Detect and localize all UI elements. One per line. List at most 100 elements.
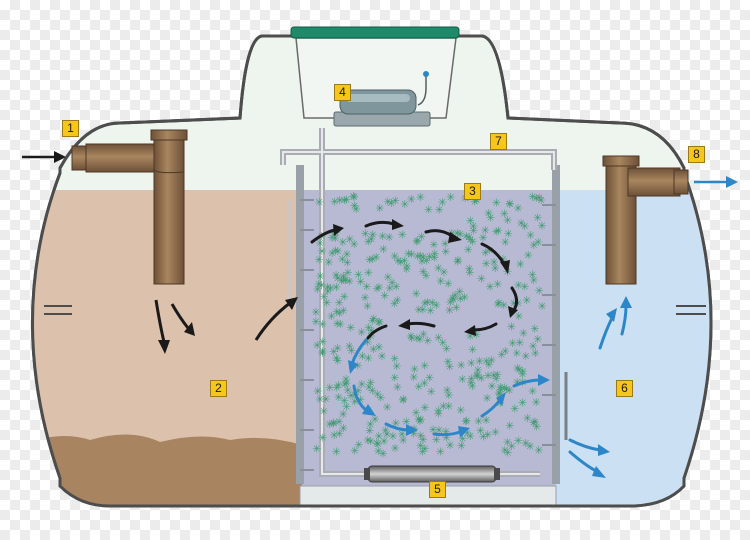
media-piece-icon: ✳ [528,385,537,398]
media-piece-icon: ✳ [429,238,438,251]
media-piece-icon: ✳ [434,408,443,421]
media-piece-icon: ✳ [340,291,349,304]
media-piece-icon: ✳ [497,349,506,362]
media-piece-icon: ✳ [462,414,471,427]
media-piece-icon: ✳ [409,371,418,384]
media-piece-icon: ✳ [332,281,341,294]
media-piece-icon: ✳ [379,435,388,448]
sludge-layer [32,434,302,506]
media-piece-icon: ✳ [415,415,424,428]
media-piece-icon: ✳ [417,255,426,268]
media-piece-icon: ✳ [512,347,521,360]
media-piece-icon: ✳ [378,230,387,243]
media-piece-icon: ✳ [492,196,501,209]
media-piece-icon: ✳ [432,299,441,312]
media-piece-icon: ✳ [532,396,541,409]
media-piece-icon: ✳ [469,220,478,233]
media-piece-icon: ✳ [445,361,454,374]
media-piece-icon: ✳ [382,428,391,441]
media-piece-icon: ✳ [427,386,436,399]
media-piece-icon: ✳ [412,332,421,345]
media-piece-icon: ✳ [313,339,322,352]
media-piece-icon: ✳ [360,292,369,305]
media-piece-icon: ✳ [323,285,332,298]
media-piece-icon: ✳ [468,236,477,249]
media-piece-icon: ✳ [456,292,465,305]
media-piece-icon: ✳ [329,417,338,430]
media-piece-icon: ✳ [503,436,512,449]
media-piece-icon: ✳ [375,202,384,215]
media-piece-icon: ✳ [436,275,445,288]
media-piece-icon: ✳ [318,318,327,331]
media-piece-icon: ✳ [317,279,326,292]
media-piece-icon: ✳ [314,253,323,266]
media-piece-icon: ✳ [518,397,527,410]
media-piece-icon: ✳ [349,190,358,203]
callout-settling-chamber: 2 [210,380,227,397]
bio-treated-arrowheads [348,360,550,438]
media-piece-icon: ✳ [434,404,443,417]
media-piece-icon: ✳ [496,381,505,394]
media-piece-icon: ✳ [444,400,453,413]
media-piece-icon: ✳ [485,281,494,294]
media-piece-icon: ✳ [441,237,450,250]
media-piece-icon: ✳ [533,211,542,224]
media-piece-icon: ✳ [324,256,333,269]
media-piece-icon: ✳ [420,359,429,372]
media-piece-icon: ✳ [319,405,328,418]
media-piece-icon: ✳ [481,224,490,237]
media-piece-icon: ✳ [498,253,507,266]
tank-base [299,485,557,507]
media-piece-icon: ✳ [439,400,448,413]
media-piece-icon: ✳ [388,430,397,443]
media-piece-icon: ✳ [372,251,381,264]
media-piece-icon: ✳ [476,424,485,437]
biological-chamber [302,190,556,490]
media-piece-icon: ✳ [458,432,467,445]
air-diffuser [364,465,500,483]
media-piece-icon: ✳ [419,251,428,264]
media-piece-icon: ✳ [364,352,373,365]
media-piece-icon: ✳ [472,369,481,382]
media-piece-icon: ✳ [334,415,343,428]
media-piece-icon: ✳ [400,198,409,211]
media-piece-icon: ✳ [333,354,342,367]
media-piece-icon: ✳ [366,418,375,431]
media-piece-icon: ✳ [420,297,429,310]
media-piece-icon: ✳ [314,278,323,291]
media-piece-icon: ✳ [385,282,394,295]
media-piece-icon: ✳ [377,350,386,363]
media-piece-icon: ✳ [438,336,447,349]
media-piece-icon: ✳ [407,332,416,345]
media-piece-icon: ✳ [467,357,476,370]
media-piece-icon: ✳ [338,253,347,266]
media-piece-icon: ✳ [516,258,525,271]
media-piece-icon: ✳ [407,248,416,261]
media-piece-icon: ✳ [445,304,454,317]
callout-air-pump: 4 [334,84,351,101]
media-piece-icon: ✳ [514,310,523,323]
media-piece-icon: ✳ [434,262,443,275]
media-piece-icon: ✳ [365,254,374,267]
media-piece-icon: ✳ [418,304,427,317]
media-piece-icon: ✳ [466,234,475,247]
media-piece-icon: ✳ [335,428,344,441]
media-piece-icon: ✳ [370,413,379,426]
callout-inlet: 1 [62,120,79,137]
media-piece-icon: ✳ [366,376,375,389]
media-piece-icon: ✳ [376,392,385,405]
media-piece-icon: ✳ [523,412,532,425]
media-piece-icon: ✳ [373,438,382,451]
media-piece-icon: ✳ [499,299,508,312]
inlet-pipe [71,129,188,285]
media-piece-icon: ✳ [413,250,422,263]
media-piece-icon: ✳ [466,376,475,389]
media-piece-icon: ✳ [414,303,423,316]
callout-air-diffuser: 5 [429,481,446,498]
media-piece-icon: ✳ [482,414,491,427]
media-piece-icon: ✳ [380,290,389,303]
media-piece-icon: ✳ [349,191,358,204]
media-piece-icon: ✳ [457,440,466,453]
media-piece-icon: ✳ [526,229,535,242]
media-piece-icon: ✳ [501,345,510,358]
